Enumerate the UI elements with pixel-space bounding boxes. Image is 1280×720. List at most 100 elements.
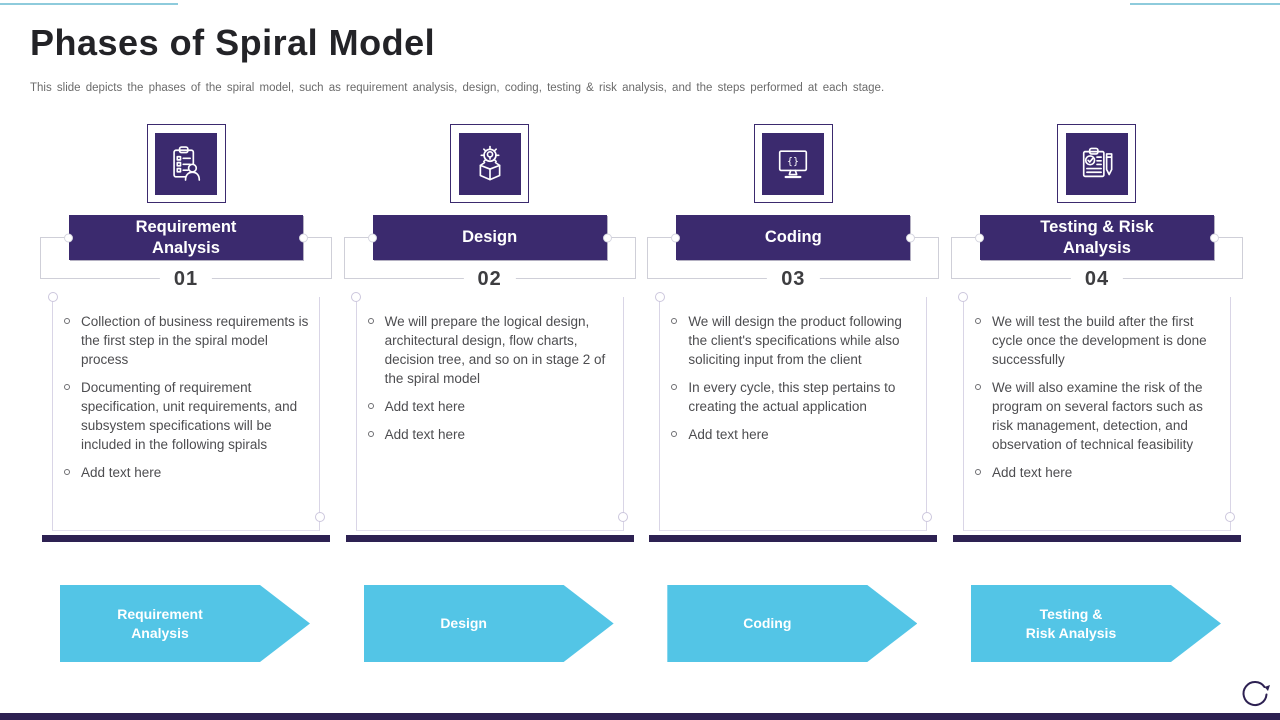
connector-dot xyxy=(1209,233,1219,242)
icon-frame: {} xyxy=(753,124,833,203)
phase-content-box: We will test the build after the first c… xyxy=(958,292,1236,531)
phase-title-zone: Design 02 xyxy=(343,215,636,291)
phase-title: Requirement Analysis xyxy=(135,217,237,257)
page-subtitle: This slide depicts the phases of the spi… xyxy=(30,82,885,94)
bullet-marker xyxy=(64,384,70,390)
column-divider-bar xyxy=(952,535,1241,542)
bullet-list: We will design the product following the… xyxy=(660,297,926,444)
bullet-item: Add text here xyxy=(63,463,315,482)
phase-column-coding: {} Coding 03 We will design the p xyxy=(647,124,940,662)
connector-dot xyxy=(671,233,681,242)
phase-header-bar: Coding xyxy=(671,215,916,260)
bullet-marker xyxy=(974,384,981,390)
connector-dot xyxy=(367,233,377,242)
phase-header-bar: Requirement Analysis xyxy=(64,215,308,260)
bullet-item: In every cycle, this step pertains to cr… xyxy=(670,378,922,416)
page-title: Phases of Spiral Model xyxy=(30,22,436,63)
top-left-accent-line xyxy=(0,3,178,5)
bullet-marker xyxy=(367,318,374,324)
test-report-pencil-icon xyxy=(1065,132,1128,195)
code-monitor-icon: {} xyxy=(762,132,825,195)
bullet-text: We will prepare the logical design, arch… xyxy=(384,314,606,386)
phase-number: 01 xyxy=(159,267,213,291)
bullet-text: Collection of business requirements is t… xyxy=(81,314,309,367)
bullet-item: Add text here xyxy=(367,397,619,416)
phase-title-zone: Requirement Analysis 01 xyxy=(40,215,332,291)
bullet-item: We will prepare the logical design, arch… xyxy=(367,312,619,388)
corner-dot xyxy=(618,512,629,522)
bullet-item: Collection of business requirements is t… xyxy=(63,312,315,369)
arrow-label: Testing & Risk Analysis xyxy=(1025,605,1117,641)
phase-title: Testing & Risk Analysis xyxy=(1040,217,1154,257)
bullet-list: We will prepare the logical design, arch… xyxy=(357,297,623,444)
bullet-text: We will also examine the risk of the pro… xyxy=(991,380,1203,452)
bullet-item: Add text here xyxy=(367,425,619,444)
icon-frame xyxy=(146,124,226,203)
phase-header-bar: Design xyxy=(367,215,612,260)
bullet-item: Add text here xyxy=(670,425,922,444)
phase-title: Design xyxy=(462,228,518,247)
bullet-text: Add text here xyxy=(384,427,465,442)
phase-content-box: We will prepare the logical design, arch… xyxy=(351,292,629,531)
phase-number: 04 xyxy=(1070,267,1124,291)
phase-arrow: Testing & Risk Analysis xyxy=(970,585,1221,662)
icon-frame xyxy=(450,124,530,203)
bullet-item: We will test the build after the first c… xyxy=(974,312,1226,369)
column-divider-bar xyxy=(649,535,938,542)
phase-columns: Requirement Analysis 01 Collection of bu… xyxy=(40,124,1243,662)
corner-dot xyxy=(654,292,665,302)
phase-arrow: Design xyxy=(363,585,614,662)
bullet-text: We will design the product following the… xyxy=(688,314,902,367)
corner-dot xyxy=(921,512,932,522)
phase-title-zone: Testing & Risk Analysis 04 xyxy=(950,215,1243,291)
corner-dot xyxy=(314,512,325,522)
bullet-text: Add text here xyxy=(688,427,769,442)
connector-dot xyxy=(906,233,916,242)
bullet-marker xyxy=(64,318,70,324)
connector-dot xyxy=(64,233,73,242)
bullet-list: We will test the build after the first c… xyxy=(964,297,1230,482)
column-divider-bar xyxy=(42,535,330,542)
column-divider-bar xyxy=(345,535,634,542)
arrow-label: Requirement Analysis xyxy=(117,605,203,641)
phase-column-requirement-analysis: Requirement Analysis 01 Collection of bu… xyxy=(40,124,332,662)
phase-column-design: Design 02 We will prepare the logical de… xyxy=(343,124,636,662)
phase-number: 03 xyxy=(767,267,820,291)
arrow-label: Design xyxy=(440,615,487,632)
corner-dot xyxy=(351,292,362,302)
bullet-marker xyxy=(64,469,70,475)
bullet-text: We will test the build after the first c… xyxy=(991,314,1207,367)
bottom-accent-bar xyxy=(0,713,1280,720)
connector-dot xyxy=(602,233,612,242)
bullet-marker xyxy=(367,431,374,437)
phase-arrow: Coding xyxy=(667,585,918,662)
connector-dot xyxy=(299,233,308,242)
bullet-marker xyxy=(367,403,374,409)
corner-dot xyxy=(958,292,969,302)
bullet-marker xyxy=(974,318,981,324)
phase-title: Coding xyxy=(764,228,822,247)
phase-title-zone: Coding 03 xyxy=(647,215,940,291)
loop-arrow-icon xyxy=(1238,678,1272,712)
bullet-item: Add text here xyxy=(974,463,1226,482)
bullet-marker xyxy=(671,431,678,437)
clipboard-user-icon xyxy=(155,132,217,195)
phase-arrow: Requirement Analysis xyxy=(60,585,310,662)
arrow-label: Coding xyxy=(743,615,792,632)
bullet-marker xyxy=(974,469,981,475)
top-right-accent-line xyxy=(1130,3,1280,5)
bullet-text: Add text here xyxy=(81,465,162,480)
bullet-text: Documenting of requirement specification… xyxy=(81,380,298,452)
phase-content-box: Collection of business requirements is t… xyxy=(47,292,325,531)
bullet-marker xyxy=(671,318,678,324)
bullet-item: We will design the product following the… xyxy=(670,312,922,369)
corner-dot xyxy=(47,292,58,302)
phase-content-box: We will design the product following the… xyxy=(654,292,932,531)
phase-header-bar: Testing & Risk Analysis xyxy=(974,215,1219,260)
phase-column-testing-risk-analysis: Testing & Risk Analysis 04 We will test … xyxy=(950,124,1243,662)
bullet-text: Add text here xyxy=(384,399,465,414)
svg-text:{}: {} xyxy=(787,156,799,167)
bullet-item: Documenting of requirement specification… xyxy=(63,378,315,454)
bullet-marker xyxy=(671,384,678,390)
